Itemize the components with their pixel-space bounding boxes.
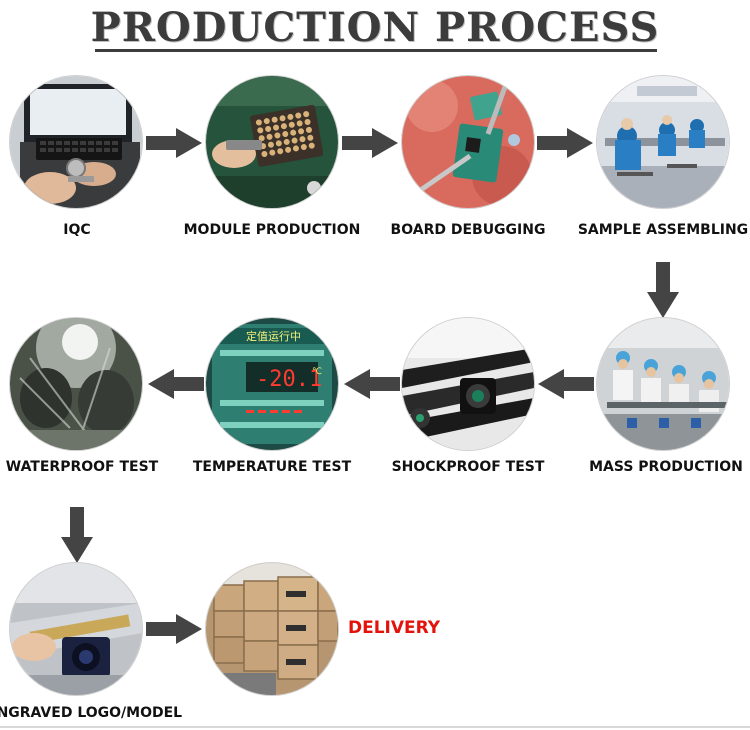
arrow-down-icon: [647, 262, 679, 318]
bottom-divider: [0, 726, 750, 728]
iqc-photo: [10, 76, 142, 208]
step-label-waterproof-test: WATERPROOF TEST: [5, 459, 159, 475]
sample-assembling-photo: [597, 76, 729, 208]
module-production-photo: [206, 76, 338, 208]
title-underline: [95, 49, 657, 52]
temperature-reading: -20.1: [256, 367, 322, 392]
arrow-left-icon: [148, 369, 204, 399]
step-label-temperature-test: TEMPERATURE TEST: [192, 459, 352, 475]
page-title: PRODUCTION PROCESS: [90, 4, 660, 51]
step-label-sample-assembling: SAMPLE ASSEMBLING: [577, 222, 749, 238]
shockproof-test-photo: [402, 318, 534, 450]
engraved-logo-photo: [10, 563, 142, 695]
arrow-left-icon: [344, 369, 400, 399]
delivery-photo: [206, 563, 338, 695]
board-debugging-photo: [402, 76, 534, 208]
arrow-right-icon: [146, 614, 202, 644]
arrow-right-icon: [537, 128, 593, 158]
delivery-label: DELIVERY: [348, 618, 441, 638]
arrow-right-icon: [146, 128, 202, 158]
step-label-mass-production: MASS PRODUCTION: [589, 459, 743, 475]
mass-production-photo: [597, 318, 729, 450]
arrow-right-icon: [342, 128, 398, 158]
step-label-engraved-logo: ENGRAVED LOGO/MODEL: [0, 705, 183, 721]
step-label-module-production: MODULE PRODUCTION: [183, 222, 361, 238]
temperature-test-photo: 定值运行中 -20.1 ℃: [206, 318, 338, 450]
step-label-board-debugging: BOARD DEBUGGING: [390, 222, 546, 238]
waterproof-test-photo: [10, 318, 142, 450]
step-label-iqc: IQC: [63, 222, 91, 238]
temperature-header: 定值运行中: [246, 329, 301, 343]
temperature-unit: ℃: [312, 367, 322, 377]
step-label-shockproof-test: SHOCKPROOF TEST: [391, 459, 545, 475]
arrow-left-icon: [538, 369, 594, 399]
arrow-down-icon: [61, 507, 93, 563]
